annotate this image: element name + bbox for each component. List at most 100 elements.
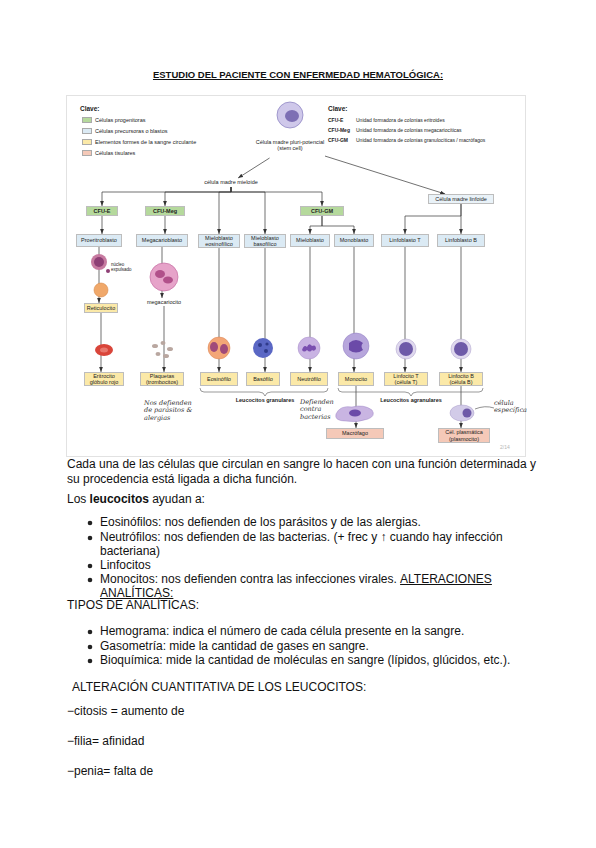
node-text: Basófilo: [253, 376, 273, 382]
connector-arrow: [238, 158, 269, 178]
handwritten-note: Nos defienden de parásitos & alergias: [144, 400, 200, 422]
connector-arrow: [219, 187, 231, 234]
node-text: Linfocito B (célula B): [440, 373, 482, 385]
diagram-label: Unidad formadora de colonias megacariocí…: [356, 128, 506, 134]
diagram-label: CFU-E: [328, 118, 355, 124]
node-text: CFU-E: [94, 208, 111, 214]
body-text: Gasometría: mide la cantidad de gases en…: [100, 639, 369, 653]
bullet: [88, 564, 93, 569]
node-text: Monoblasto: [340, 237, 368, 243]
cell-box: Cél. plasmática (plasmocito): [438, 428, 490, 443]
legend-text: Células progenitoras: [95, 117, 145, 123]
cell-center: [100, 348, 108, 353]
node-text: Plaquetas (trombocitos): [141, 373, 183, 385]
platelet: [161, 341, 166, 345]
platelet: [163, 354, 169, 358]
connector-arrow: [325, 156, 445, 194]
node-text: Célula madre pluri-potencial (stem cell): [255, 139, 325, 151]
diagram-label: 2/14: [500, 445, 522, 451]
body-text: −penia= falta de: [67, 764, 153, 778]
diagram-label: Leucocitos granulares: [232, 397, 298, 403]
legend-text: Células precursoras o blastos: [95, 128, 167, 134]
eosinophil-cell: [208, 337, 230, 359]
diagram-label: núcleo expulsado: [111, 262, 139, 272]
legend-text: Elementos formes de la sangre circulante: [95, 139, 196, 145]
basophil-cell: [253, 338, 273, 358]
bullet: [88, 578, 93, 583]
legend-item: Células tisulares: [82, 150, 200, 156]
connector-arrow: [461, 204, 462, 234]
text-line: Eosinófilos: nos defienden de los parási…: [100, 516, 532, 530]
cell-box: Eosinófilo: [200, 372, 238, 386]
text-line: Bioquímica: mide la cantidad de molécula…: [100, 654, 532, 668]
node-text: Mieloblasto eosinofílico: [199, 235, 239, 247]
text-line: Neutrófilos: nos defienden de las bacter…: [100, 531, 532, 558]
body-text: −filia= afinidad: [67, 734, 144, 748]
legend-text: Células tisulares: [95, 150, 135, 156]
node-text: Macrófago: [342, 430, 368, 436]
connector-arrow: [322, 216, 354, 234]
body-text: Monocitos: nos defienden contra las infe…: [100, 572, 397, 586]
text-line: −penia= falta de: [67, 765, 537, 779]
text-line: Losleucocitosayudan a:: [67, 493, 537, 507]
cell-box: Mieloblasto basofílico: [244, 234, 286, 248]
body-text: Hemograma: indica el número de cada célu…: [100, 624, 464, 638]
cell-box: Monoblasto: [334, 234, 374, 247]
text-line: Monocitos: nos defienden contra las infe…: [100, 573, 532, 600]
node-text: Linfoblasto B: [445, 237, 477, 243]
legend-item: Elementos formes de la sangre circulante: [82, 139, 200, 145]
platelet: [167, 347, 173, 351]
cell-box: Mieloblasto eosinofílico: [198, 234, 240, 248]
bullet: [88, 521, 93, 526]
handwritten-note: Defienden contra bacterias: [300, 399, 344, 421]
cell-box: Linfoblasto B: [437, 234, 485, 247]
connector-arrow: [164, 306, 165, 372]
body-text: ALTERACIÓN CUANTITATIVA DE LOS LEUCOCITO…: [72, 680, 366, 694]
node-text: Reticulocito: [87, 305, 115, 311]
cell-box: Megacarioblasto: [136, 234, 188, 247]
text-line: Gasometría: mide la cantidad de gases en…: [100, 640, 532, 654]
node-text: Eritrocito glóbulo rojo: [85, 373, 123, 385]
legend-swatch: [82, 139, 92, 145]
body-text: Eosinófilos: nos defienden de los parási…: [100, 515, 421, 529]
cell-box: Mieloblasto: [290, 234, 330, 247]
body-text: TIPOS DE ANALÍTICAS:: [67, 598, 199, 612]
legend-swatch: [82, 117, 92, 123]
body-text: Cada una de las células que circulan en …: [67, 457, 536, 486]
monocyte-cell: [343, 333, 369, 359]
node-text: célula madre mieloide: [204, 179, 258, 185]
node-text: Proeritroblasto: [81, 237, 117, 243]
diagram-label: Clave:: [80, 105, 120, 112]
connector-arrow: [102, 216, 103, 234]
bullet: [88, 630, 93, 635]
body-text: Linfocitos: [100, 558, 151, 572]
cell-nucleus: [94, 257, 104, 267]
text-line: Linfocitos: [100, 559, 532, 573]
connector-arrow: [165, 216, 166, 234]
body-text: −citosis = aumento de: [67, 704, 184, 718]
t-lymphocyte-cell: [396, 339, 416, 359]
erythrocyte-cell: [95, 344, 113, 356]
brace: [200, 388, 328, 396]
node-text: Mieloblasto: [296, 237, 324, 243]
cell-box: Monocito: [338, 372, 374, 386]
cell-nucleus: [210, 342, 218, 352]
megakaryocyte-cell: [150, 263, 178, 291]
node-text: megacariocito: [147, 299, 181, 305]
cell-nucleus: [454, 342, 468, 356]
handwritten-note: célula específica: [494, 400, 526, 415]
connector-arrow: [231, 187, 265, 234]
cell-box: Célula madre pluri-potencial (stem cell): [255, 132, 325, 158]
node-text: Eosinófilo: [207, 376, 231, 382]
node-text: Monocito: [345, 376, 367, 382]
cell-box: célula madre mieloide: [200, 178, 262, 187]
cell-box: Neutrófilo: [290, 372, 328, 386]
node-text: Megacarioblasto: [142, 237, 182, 243]
text-line: Cada una de las células que circulan en …: [67, 457, 537, 487]
granule: [258, 343, 262, 347]
cell-box: Célula madre linfoide: [428, 194, 494, 204]
connector-arrow: [231, 187, 322, 206]
body-text: Neutrófilos: nos defienden de las bacter…: [100, 530, 503, 558]
platelet: [156, 352, 161, 356]
